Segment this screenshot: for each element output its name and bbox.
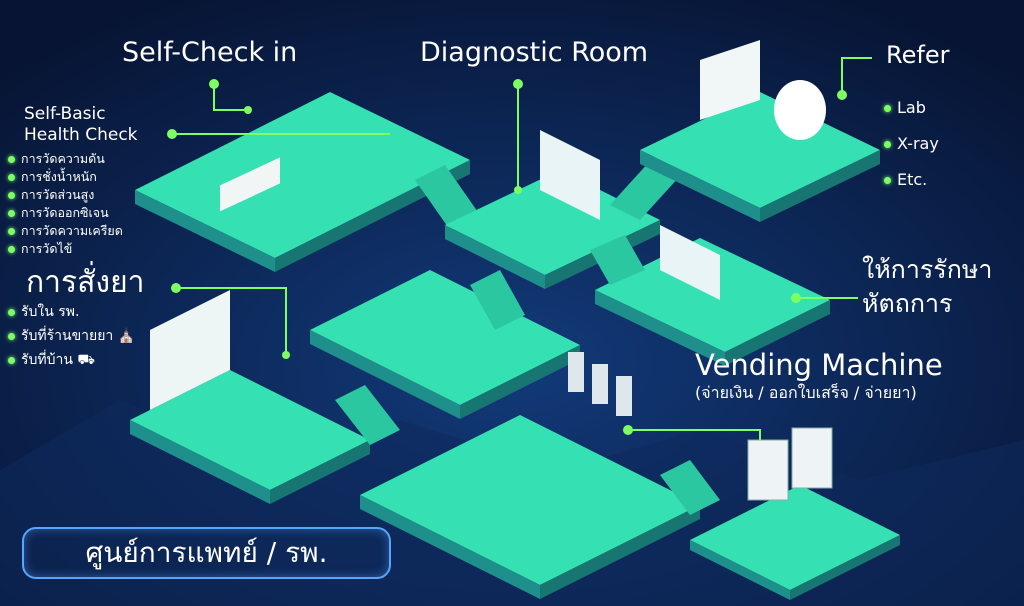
refer-list: Lab X-ray Etc.	[884, 90, 939, 198]
delivery-truck-icon: ⛟	[77, 352, 96, 368]
label-treatment-line1: ให้การรักษา	[862, 255, 993, 284]
bullet-icon	[8, 174, 15, 181]
label-vending-sub: (จ่ายเงิน / ออกใบเสร็จ / จ่ายยา)	[695, 383, 917, 402]
platform-waiting	[310, 270, 580, 419]
bullet-icon	[8, 156, 15, 163]
bullet-icon	[8, 192, 15, 199]
basic-check-item: การวัดความดัน	[8, 150, 123, 168]
refer-item: X-ray	[884, 126, 939, 162]
pharmacy-list: รับใน รพ. รับที่ร้านขายยา ⛪ รับที่บ้าน ⛟	[8, 300, 135, 372]
kiosks	[568, 352, 632, 416]
pharmacy-item: รับที่บ้าน ⛟	[8, 348, 135, 372]
platform-diagnostic	[445, 130, 660, 289]
basic-check-item: การวัดไข้	[8, 240, 123, 258]
bullet-icon	[8, 246, 15, 253]
stairs-1	[415, 165, 480, 230]
center-badge: ศูนย์การแพทย์ / รพ.	[22, 527, 391, 579]
bullet-icon	[884, 141, 891, 148]
stairs-4	[470, 270, 525, 330]
bullet-icon	[8, 210, 15, 217]
connector-lines	[172, 57, 872, 440]
bullet-icon	[884, 105, 891, 112]
basic-check-list: การวัดความดัน การชั่งน้ำหนัก การวัดส่วนส…	[8, 150, 123, 258]
bullet-icon	[884, 177, 891, 184]
label-refer: Refer	[886, 41, 950, 69]
connector-dots	[167, 79, 847, 435]
pharmacy-shop-icon: ⛪	[117, 328, 136, 344]
basic-check-item: การวัดส่วนสูง	[8, 186, 123, 204]
bullet-icon	[8, 332, 15, 340]
platform-vending	[690, 427, 900, 600]
refer-item: Etc.	[884, 162, 939, 198]
basic-check-item: การวัดความเครียด	[8, 222, 123, 240]
label-vending-machine: Vending Machine	[695, 348, 943, 382]
bullet-icon	[8, 308, 15, 316]
bullet-icon	[8, 228, 15, 235]
stairs-5	[335, 385, 400, 445]
label-self-check-in: Self-Check in	[122, 37, 298, 68]
refer-item: Lab	[884, 90, 939, 126]
basic-check-item: การวัดออกซิเจน	[8, 204, 123, 222]
label-pharmacy: การสั่งยา	[26, 265, 145, 300]
pharmacy-item: รับใน รพ.	[8, 300, 135, 324]
stairs-3	[590, 235, 645, 285]
platform-lobby	[360, 415, 700, 599]
label-self-basic-line1: Self-Basic	[24, 104, 106, 124]
pharmacy-item: รับที่ร้านขายยา ⛪	[8, 324, 135, 348]
bullet-icon	[8, 356, 15, 364]
platform-treatment	[595, 225, 830, 366]
platform-pharmacy	[130, 290, 370, 504]
label-treatment-line2: หัตถการ	[862, 289, 953, 318]
stairs-6	[660, 460, 720, 515]
platform-refer	[640, 40, 880, 222]
label-self-basic-line2: Health Check	[24, 125, 138, 145]
basic-check-item: การชั่งน้ำหนัก	[8, 168, 123, 186]
label-diagnostic-room: Diagnostic Room	[420, 37, 649, 68]
